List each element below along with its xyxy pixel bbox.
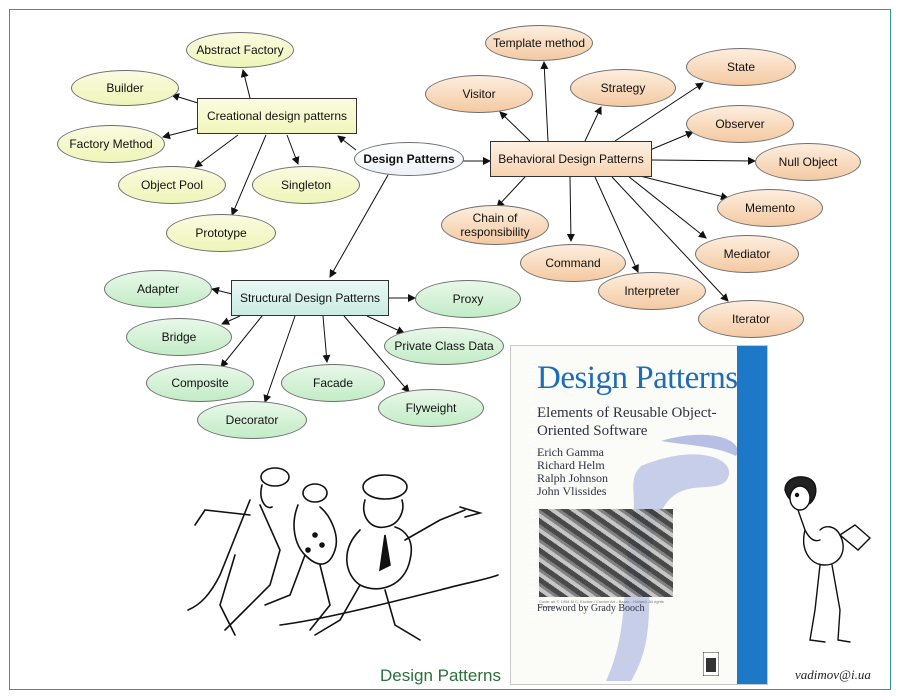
pattern-adapter: Adapter xyxy=(104,270,212,308)
pattern-visitor: Visitor xyxy=(425,75,533,113)
running-figures-illustration xyxy=(187,467,499,641)
pattern-flyweight: Flyweight xyxy=(378,389,484,427)
pattern-chain-of-responsibility: Chain of responsibility xyxy=(441,205,549,245)
pattern-null-object: Null Object xyxy=(755,143,861,181)
pattern-command: Command xyxy=(520,244,626,282)
pattern-builder: Builder xyxy=(71,70,179,106)
creational-category: Creational design patterns xyxy=(197,98,357,134)
structural-category: Structural Design Patterns xyxy=(231,280,389,316)
diagram-frame xyxy=(9,9,891,690)
pattern-decorator: Decorator xyxy=(197,401,307,439)
book-foreword: Foreword by Grady Booch xyxy=(537,603,645,614)
pattern-strategy: Strategy xyxy=(570,69,676,107)
book-spine xyxy=(737,346,767,684)
pattern-object-pool: Object Pool xyxy=(118,166,226,204)
publisher-logo-icon xyxy=(703,652,719,676)
book-series-label: ADDISON-WESLEY PROFESSIONAL COMPUTING SE… xyxy=(527,358,537,620)
book-author: Ralph Johnson xyxy=(537,471,609,485)
pattern-memento: Memento xyxy=(717,189,823,227)
pattern-observer: Observer xyxy=(686,105,794,143)
book-title: Design Patterns xyxy=(537,360,738,396)
pattern-state: State xyxy=(686,48,796,86)
pattern-factory-method: Factory Method xyxy=(57,125,165,163)
pattern-interpreter: Interpreter xyxy=(598,272,706,310)
pattern-prototype: Prototype xyxy=(166,214,276,252)
pattern-abstract-factory: Abstract Factory xyxy=(186,32,294,68)
lady-figure-illustration xyxy=(784,476,872,643)
root-node: Design Patterns xyxy=(354,142,464,176)
book-author: Richard Helm xyxy=(537,458,605,472)
book-authors: Erich Gamma Richard Helm Ralph Johnson J… xyxy=(537,446,608,498)
pattern-private-class-data: Private Class Data xyxy=(384,327,504,365)
pattern-proxy: Proxy xyxy=(415,280,521,318)
pattern-bridge: Bridge xyxy=(126,318,232,356)
caption-title: Design Patterns xyxy=(380,666,501,685)
pattern-facade: Facade xyxy=(281,364,385,402)
book-author: Erich Gamma xyxy=(537,445,604,459)
pattern-mediator: Mediator xyxy=(695,235,799,273)
caption-author: vadimov@i.ua xyxy=(795,667,871,682)
pattern-singleton: Singleton xyxy=(252,166,360,204)
book-subtitle: Elements of Reusable Object-Oriented Sof… xyxy=(537,405,717,439)
book-author: John Vlissides xyxy=(537,484,607,498)
book-art-caption: Cover art © 1994 M.C. Escher / Cordon Ar… xyxy=(539,599,664,609)
book-cover: ADDISON-WESLEY PROFESSIONAL COMPUTING SE… xyxy=(510,345,768,685)
book-escher-artwork xyxy=(539,509,673,597)
pattern-template-method: Template method xyxy=(485,25,593,61)
pattern-composite: Composite xyxy=(146,364,254,402)
behavioral-category: Behavioral Design Patterns xyxy=(490,141,652,177)
pattern-iterator: Iterator xyxy=(698,300,804,338)
